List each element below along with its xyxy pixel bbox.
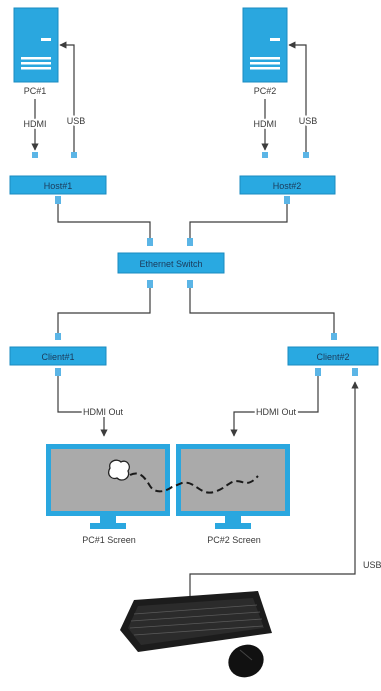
pc2-hdmi-label: HDMI (254, 119, 277, 129)
pc1-hdmi-label: HDMI (24, 119, 47, 129)
client2-lan-port (331, 333, 337, 340)
client1-label: Client#1 (41, 352, 74, 362)
host2-switch-link (189, 204, 288, 238)
host1-hdmi-port (32, 152, 38, 158)
keyboard-usb-label: USB (363, 560, 381, 570)
client1-hdmi-out-port (55, 368, 61, 376)
pc1-screen-label: PC#1 Screen (82, 535, 136, 545)
host1-switch-link (57, 204, 151, 238)
pc1-screen-monitor-icon (46, 444, 170, 529)
switch-port-2 (187, 238, 193, 246)
client2-hdmi-out-port (315, 368, 321, 376)
pc2-usb-link (288, 41, 307, 158)
host2-usb-port (303, 152, 309, 158)
pc2-tower-icon (242, 7, 288, 83)
switch-label: Ethernet Switch (139, 259, 202, 269)
host1-usb-port (71, 152, 77, 158)
host2-lan-port (284, 196, 290, 204)
pc1-label: PC#1 (24, 86, 47, 96)
host1-label: Host#1 (44, 181, 73, 191)
cursor-movement-path (129, 472, 259, 494)
switch-port-3 (147, 280, 153, 288)
pc1-tower-icon (13, 7, 59, 83)
client1-hdmi-out-link (57, 376, 108, 437)
mouse-icon (228, 644, 264, 678)
keyboard-icon (120, 591, 272, 652)
pc1-usb-label: USB (67, 116, 86, 126)
client2-box: Client#2 (287, 346, 379, 366)
host2-hdmi-port (262, 152, 268, 158)
host2-label: Host#2 (273, 181, 302, 191)
pc2-label: PC#2 (254, 86, 277, 96)
client1-box: Client#1 (9, 346, 107, 366)
client1-hdmi-out-label: HDMI Out (83, 407, 124, 417)
client2-hdmi-out-link (230, 376, 319, 437)
keyboard-usb-link (189, 381, 359, 597)
client1-lan-port (55, 333, 61, 340)
client2-label: Client#2 (316, 352, 349, 362)
mouse-cursor-icon (108, 459, 130, 481)
host2-box: Host#2 (239, 175, 336, 195)
client2-usb-port (352, 368, 358, 376)
pc1-usb-link (59, 41, 75, 158)
host1-box: Host#1 (9, 175, 107, 195)
switch-client1-link (57, 288, 151, 333)
switch-port-1 (147, 238, 153, 246)
ethernet-switch-box: Ethernet Switch (117, 252, 225, 274)
pc2-screen-label: PC#2 Screen (207, 535, 261, 545)
switch-client2-link (189, 288, 335, 333)
client2-hdmi-out-label: HDMI Out (256, 407, 297, 417)
pc2-screen-monitor-icon (176, 444, 290, 529)
switch-port-4 (187, 280, 193, 288)
pc2-usb-label: USB (299, 116, 318, 126)
host1-lan-port (55, 196, 61, 204)
